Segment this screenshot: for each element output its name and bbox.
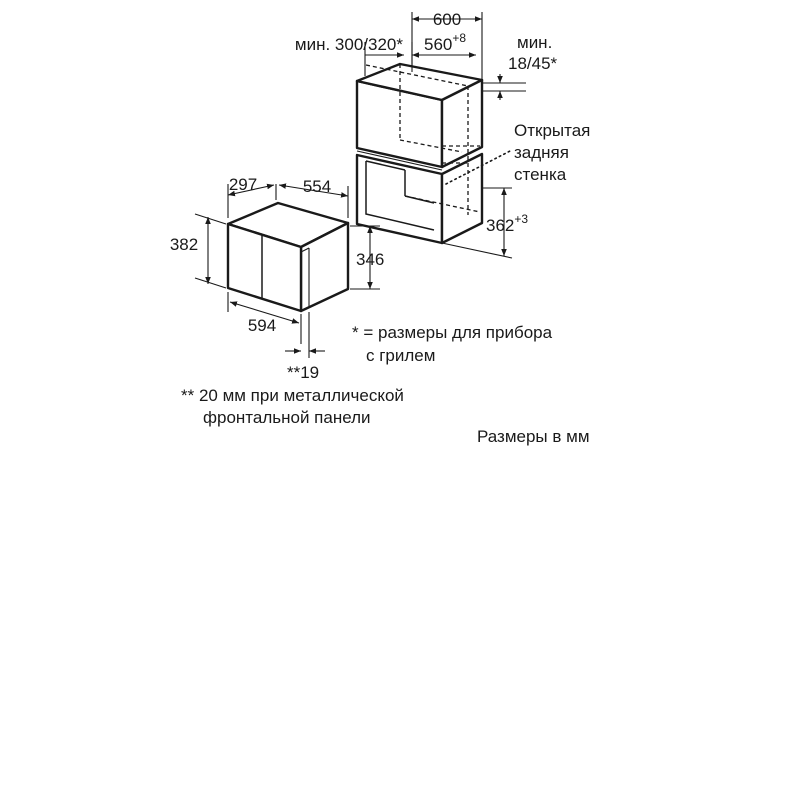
appliance-drawing: 297 554 382 346 594 **19 (170, 175, 385, 382)
note-units: Размеры в мм (477, 427, 590, 446)
dim-min300-label: мин. 300/320* (295, 35, 403, 54)
notes: * = размеры для прибора с грилем ** 20 м… (181, 323, 590, 446)
cabinet-hidden-top-edge (365, 64, 469, 87)
cabinet-niche-side (440, 152, 484, 245)
cabinet-hidden-floor (404, 195, 481, 213)
dim-362-label: 362+3 (486, 212, 528, 235)
note-grill-line2: с грилем (366, 346, 435, 365)
dim-382-label: 382 (170, 235, 198, 254)
open-back-label-line3: стенка (514, 165, 567, 184)
dim-382-ext-top (194, 213, 227, 225)
dim-594-line (229, 301, 300, 324)
cabinet-divider-line (356, 150, 443, 171)
cabinet-niche-shelf-edge (365, 160, 406, 171)
cabinet-top-block-side (440, 78, 484, 169)
dim-600-label: 600 (433, 10, 461, 29)
open-back-leader (445, 149, 513, 185)
dim-min18-label-line2: 18/45* (508, 54, 558, 73)
dim-594-label: 594 (248, 316, 276, 335)
dim-346-label: 346 (356, 250, 384, 269)
open-back-label-line2: задняя (514, 143, 569, 162)
appliance-front-panel-edge (300, 247, 310, 253)
dim-297-label: 297 (229, 175, 257, 194)
appliance-front (226, 222, 303, 313)
cabinet-niche-inner (365, 161, 435, 231)
note-grill-line1: * = размеры для прибора (352, 323, 553, 342)
dim-362-ext-bottom (441, 242, 513, 259)
dim-382-ext-bottom (194, 277, 227, 289)
dim-554-label: 554 (303, 177, 331, 196)
cabinet-drawing: 600 мин. 300/320* 560+8 мин. 18/45* Откр… (295, 10, 590, 259)
note-metal-line1: ** 20 мм при металлической (181, 386, 404, 405)
cabinet-hidden-bottom-edge (399, 139, 463, 153)
dim-560-label: 560+8 (424, 31, 466, 54)
dim-19-label: **19 (287, 363, 319, 382)
dim-min18-label-line1: мин. (517, 33, 552, 52)
dim-554-line (278, 183, 349, 198)
open-back-label-line1: Открытая (514, 121, 590, 140)
dim-297-line (227, 183, 275, 197)
note-metal-line2: фронтальной панели (203, 408, 371, 427)
